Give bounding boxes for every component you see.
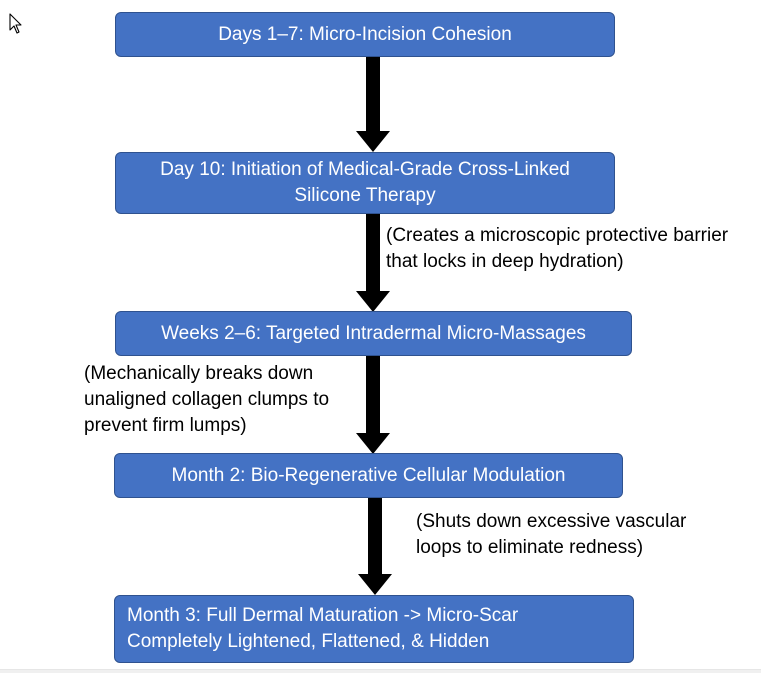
step-label: Day 10: Initiation of Medical-Grade Cros… — [160, 159, 570, 206]
step-label: Month 3: Full Dermal Maturation -> Micro… — [127, 605, 519, 652]
step-box-days-1-7: Days 1–7: Micro-Incision Cohesion — [115, 12, 615, 57]
annotation-micro-massages: (Mechanically breaks down unaligned coll… — [84, 363, 330, 436]
annotation-silicone-therapy: (Creates a microscopic protective barrie… — [386, 225, 729, 272]
flow-arrow-4 — [358, 498, 392, 595]
step-box-month-2: Month 2: Bio-Regenerative Cellular Modul… — [114, 453, 623, 498]
step-box-weeks-2-6: Weeks 2–6: Targeted Intradermal Micro-Ma… — [115, 311, 632, 356]
flow-arrow-3 — [356, 356, 390, 454]
window-bottom-edge — [0, 669, 761, 673]
step-box-day-10: Day 10: Initiation of Medical-Grade Cros… — [115, 152, 615, 214]
flow-arrow-2 — [356, 214, 390, 312]
step-box-month-3: Month 3: Full Dermal Maturation -> Micro… — [114, 595, 634, 663]
step-label: Weeks 2–6: Targeted Intradermal Micro-Ma… — [161, 322, 586, 344]
step-label: Days 1–7: Micro-Incision Cohesion — [218, 23, 512, 45]
annotation-cellular-modulation: (Shuts down excessive vascular loops to … — [416, 511, 687, 558]
step-label: Month 2: Bio-Regenerative Cellular Modul… — [171, 464, 566, 486]
mouse-cursor-icon — [9, 13, 22, 34]
flow-arrow-1 — [356, 57, 390, 152]
